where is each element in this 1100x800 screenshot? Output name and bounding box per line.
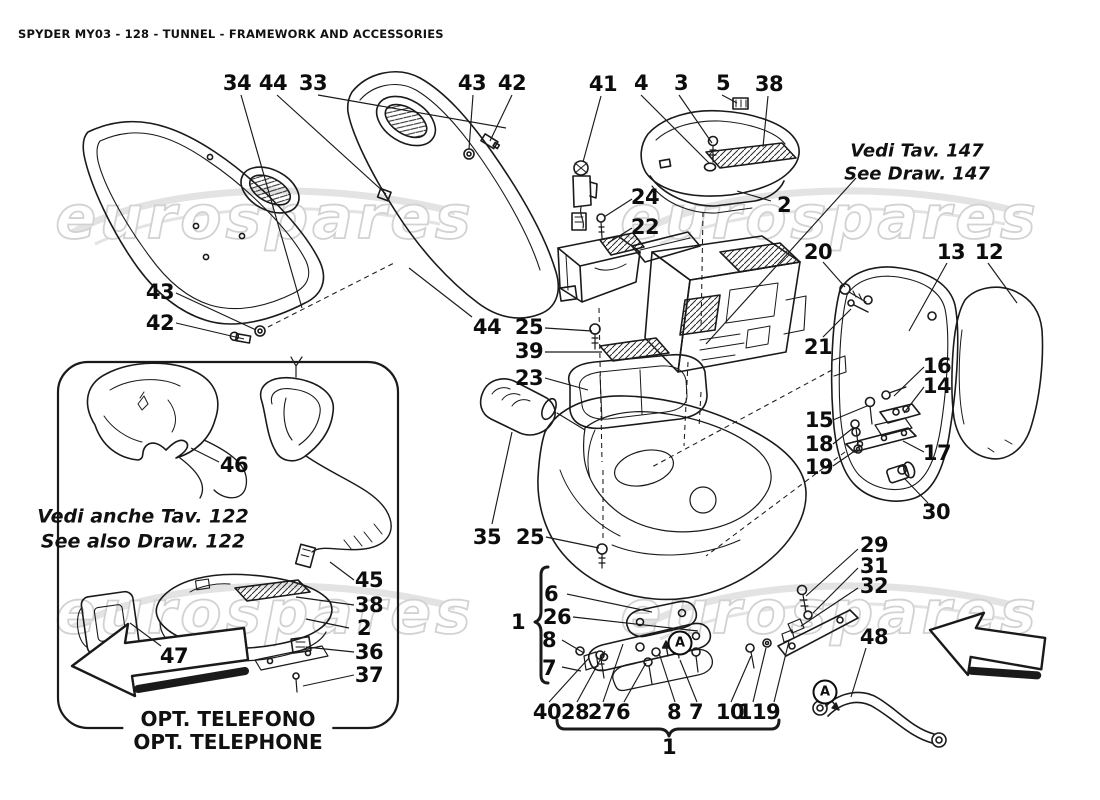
part-callout-13: 13 xyxy=(936,240,966,264)
part-callout-26: 26 xyxy=(542,605,572,629)
note-see-draw-122: Vedi anche Tav. 122 See also Draw. 122 xyxy=(37,504,248,553)
part-callout-31: 31 xyxy=(859,554,889,578)
part-callout-44: 44 xyxy=(258,71,288,95)
detail-marker-A: A xyxy=(667,630,693,656)
part-callout-14: 14 xyxy=(922,374,952,398)
watermark-text: eurospares eurospares eurospares eurospa… xyxy=(54,182,1036,649)
part-callout-28: 28 xyxy=(560,700,590,724)
part-callout-5: 5 xyxy=(715,71,731,95)
group1-brace-bottom xyxy=(555,718,781,738)
part-callout-1: 1 xyxy=(661,735,677,759)
direction-arrow-left xyxy=(70,622,250,698)
note-122-line2: See also Draw. 122 xyxy=(40,530,246,552)
group1-brace-left xyxy=(533,565,550,685)
part-callout-43: 43 xyxy=(145,280,175,304)
part-callout-23: 23 xyxy=(514,366,544,390)
part-callout-18: 18 xyxy=(804,432,834,456)
part-callout-42: 42 xyxy=(145,311,175,335)
part-callout-1: 1 xyxy=(510,610,526,634)
part-callout-43: 43 xyxy=(457,71,487,95)
left-trim-panel xyxy=(82,120,325,325)
opt-line2: OPT. TELEPHONE xyxy=(133,730,323,754)
armrest-lid xyxy=(640,97,800,214)
part-callout-30: 30 xyxy=(921,500,951,524)
part-callout-29: 29 xyxy=(859,533,889,557)
handset-cradle xyxy=(259,356,392,569)
screw-25-lower xyxy=(596,543,608,569)
part-callout-21: 21 xyxy=(803,335,833,359)
note-opt-telephone: OPT. TELEFONO OPT. TELEPHONE xyxy=(123,707,333,754)
center-trim-panel xyxy=(346,71,560,319)
part-callout-17: 17 xyxy=(922,441,952,465)
tunnel-console xyxy=(537,395,807,601)
part-callout-22: 22 xyxy=(630,215,660,239)
part-callout-38: 38 xyxy=(754,72,784,96)
part-callout-39: 39 xyxy=(514,339,544,363)
part-callout-38: 38 xyxy=(354,593,384,617)
opt-line1: OPT. TELEFONO xyxy=(140,707,316,731)
lower-mounting-hardware xyxy=(575,584,859,692)
part-callout-15: 15 xyxy=(804,408,834,432)
part-callout-25: 25 xyxy=(514,315,544,339)
part-callout-12: 12 xyxy=(974,240,1004,264)
phone-base-unit xyxy=(155,573,333,693)
part-callout-8: 8 xyxy=(666,700,682,724)
part-callout-48: 48 xyxy=(859,625,889,649)
tray-and-mat xyxy=(568,323,708,430)
note-147-line1: Vedi Tav. 147 xyxy=(850,140,984,162)
part-callout-6: 6 xyxy=(543,582,559,606)
part-callout-19: 19 xyxy=(804,455,834,479)
electronics-unit xyxy=(631,231,807,373)
part-callout-33: 33 xyxy=(298,71,328,95)
leader-lines xyxy=(129,94,1018,703)
part-callout-42: 42 xyxy=(497,71,527,95)
part-callout-24: 24 xyxy=(630,185,660,209)
right-outer-panel xyxy=(951,286,1044,460)
right-hardware xyxy=(839,283,921,484)
note-see-draw-147: Vedi Tav. 147 See Draw. 147 xyxy=(844,140,990,187)
part-callout-10: 10 xyxy=(715,700,745,724)
part-callout-7: 7 xyxy=(541,656,557,680)
construction-lines xyxy=(267,211,846,557)
part-callout-46: 46 xyxy=(219,453,249,477)
part-callout-4: 4 xyxy=(633,71,649,95)
part-callout-16: 16 xyxy=(922,354,952,378)
part-callout-34: 34 xyxy=(222,71,252,95)
part-callout-6: 6 xyxy=(615,700,631,724)
detail-marker-A: A xyxy=(812,679,838,705)
part-callout-7: 7 xyxy=(688,700,704,724)
page-title: SPYDER MY03 - 128 - TUNNEL - FRAMEWORK A… xyxy=(18,27,444,41)
part-callout-27: 27 xyxy=(587,700,617,724)
part-callout-11: 11 xyxy=(737,700,767,724)
part-callout-35: 35 xyxy=(472,525,502,549)
part-callout-3: 3 xyxy=(673,71,689,95)
part-callout-32: 32 xyxy=(859,574,889,598)
ground-strap xyxy=(812,691,947,748)
part-callout-25: 25 xyxy=(515,525,545,549)
part-callout-45: 45 xyxy=(354,568,384,592)
part-callout-2: 2 xyxy=(356,616,372,640)
part-callout-2: 2 xyxy=(776,193,792,217)
part-callout-44: 44 xyxy=(472,315,502,339)
part-callout-36: 36 xyxy=(354,640,384,664)
part-callout-47: 47 xyxy=(159,644,189,668)
part-callout-40: 40 xyxy=(532,700,562,724)
screw-43-42-left xyxy=(229,325,266,344)
part-callout-37: 37 xyxy=(354,663,384,687)
part-callout-9: 9 xyxy=(765,700,781,724)
part-callout-41: 41 xyxy=(588,72,618,96)
note-147-line2: See Draw. 147 xyxy=(844,164,990,185)
storage-bag xyxy=(86,362,248,499)
note-122-line1: Vedi anche Tav. 122 xyxy=(37,505,249,528)
part-callout-8: 8 xyxy=(541,628,557,652)
lighter-socket xyxy=(571,160,598,231)
right-bracket-panel xyxy=(830,266,959,502)
ashtray xyxy=(557,213,645,303)
part-callout-20: 20 xyxy=(803,240,833,264)
direction-arrow-right xyxy=(928,611,1047,680)
